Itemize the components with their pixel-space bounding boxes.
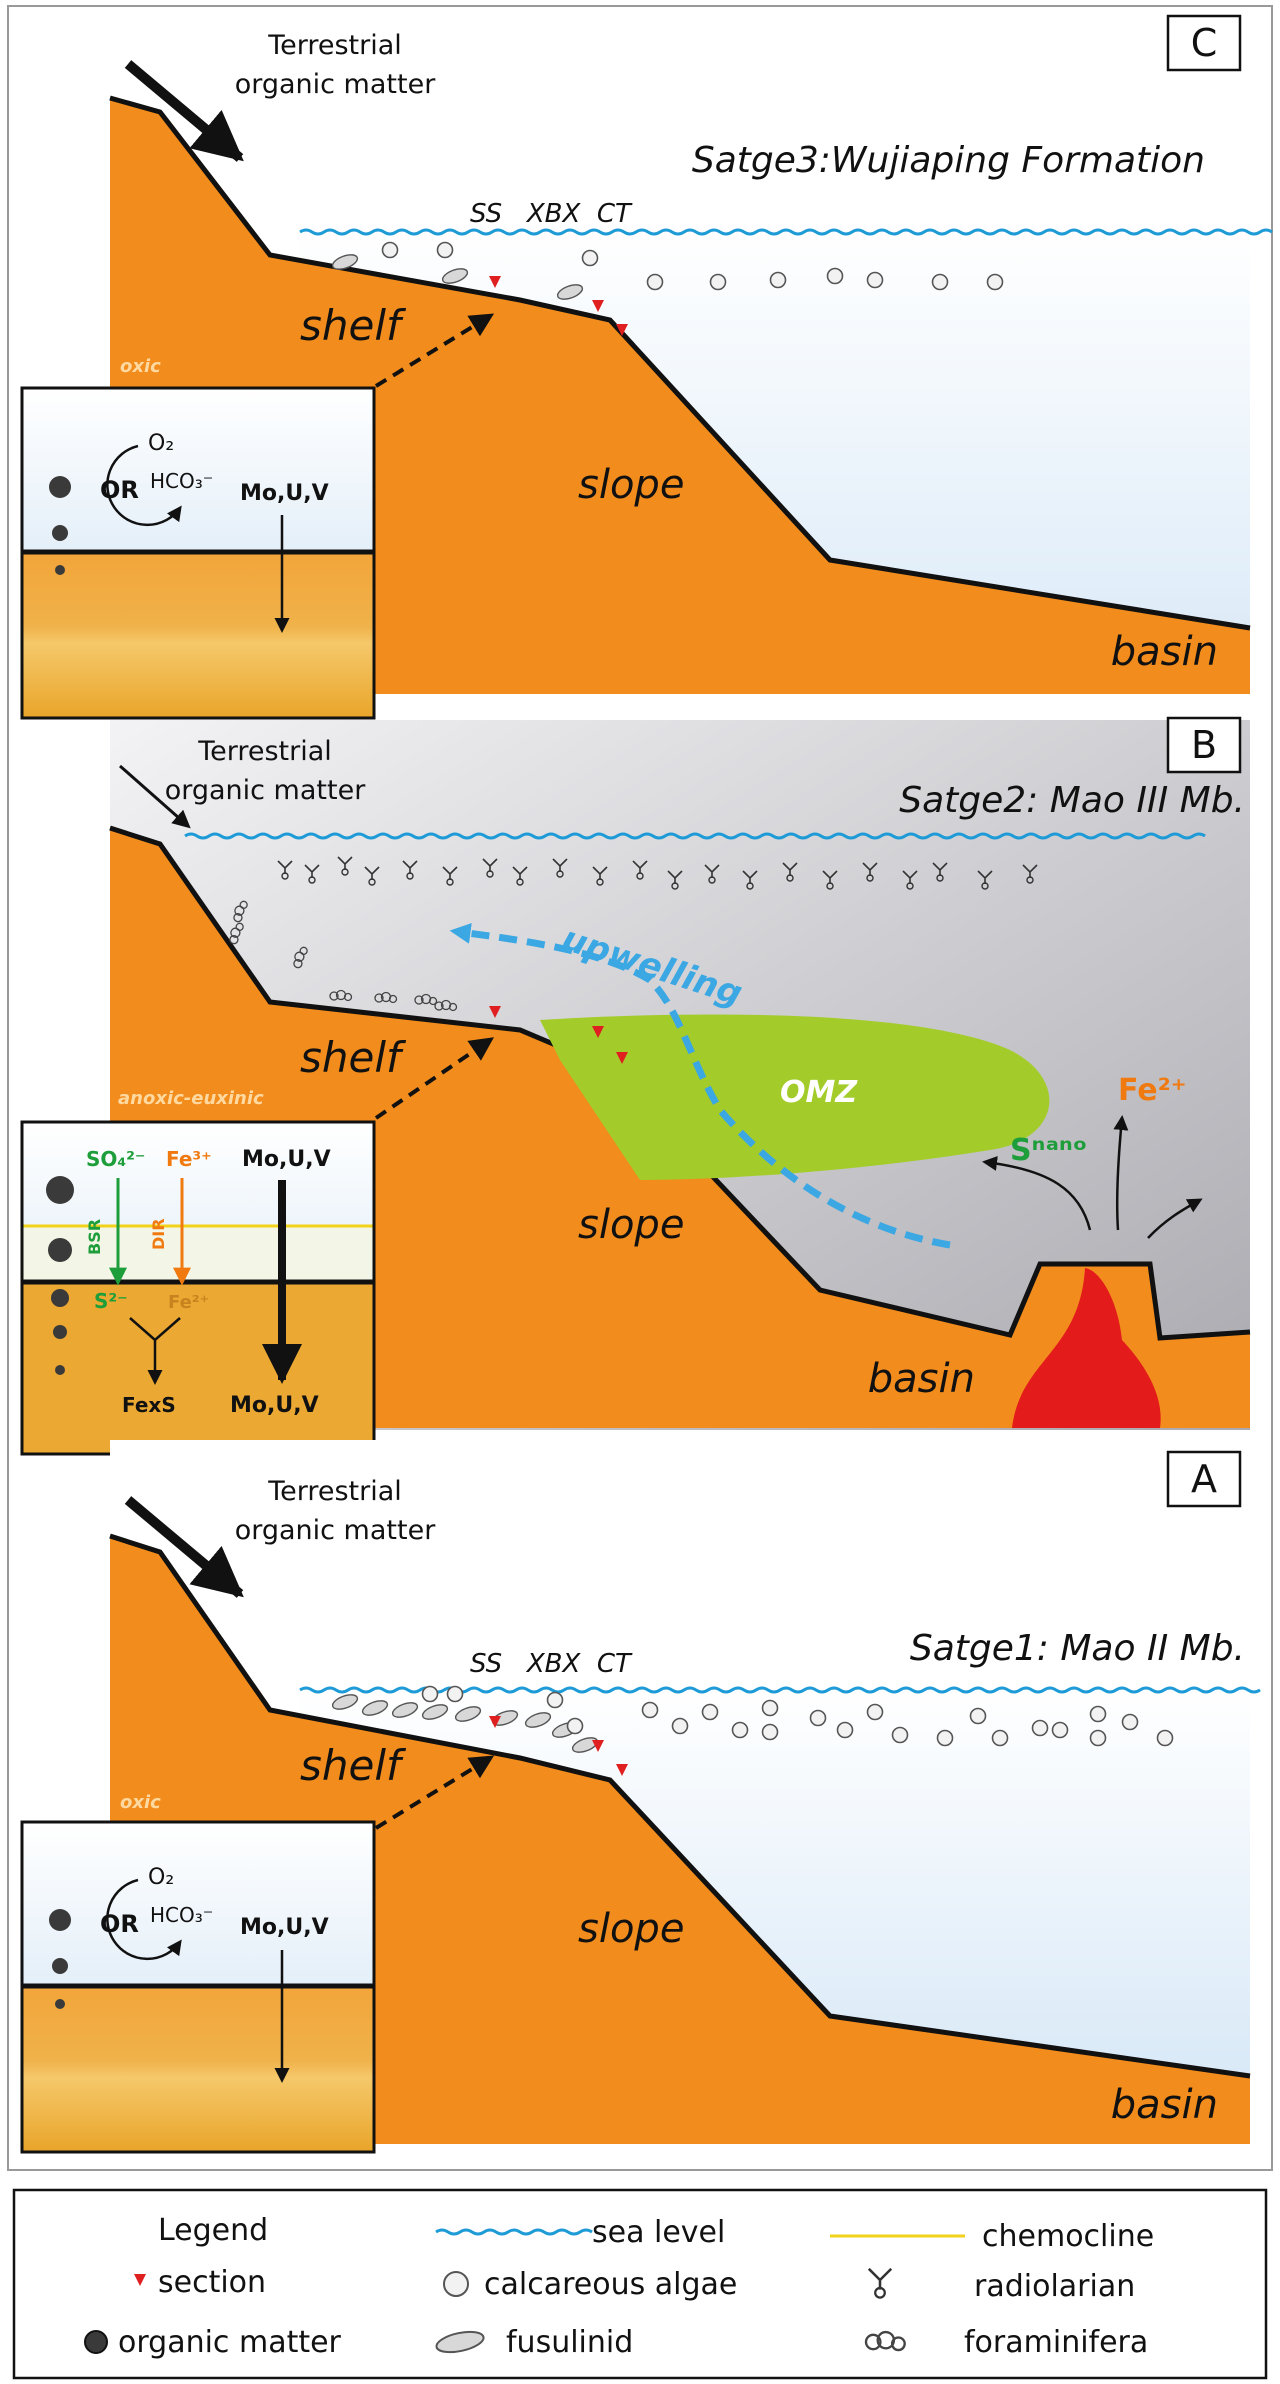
inset-b-fes: FexS bbox=[122, 1393, 176, 1417]
terrestrial-arrow-c bbox=[124, 60, 244, 162]
inset-b-s2: S²⁻ bbox=[94, 1289, 128, 1313]
panel-a-sea bbox=[300, 1688, 1250, 2076]
panel-c-stage-title: Satge3:Wujiaping Formation bbox=[692, 140, 1205, 181]
panel-c-sections-label: SS XBX CT bbox=[470, 199, 633, 229]
panel-a-letter-box bbox=[1166, 1450, 1242, 1508]
panel-b-omz bbox=[540, 1014, 1050, 1180]
panel-c-shelf: shelf bbox=[300, 301, 407, 350]
panel-b-inset: SO₄²⁻ Fe³⁺ Mo,U,V BSR DIR S²⁻ Fe²⁺ FexS … bbox=[20, 1120, 376, 1456]
panel-c-letter-box bbox=[1166, 14, 1242, 72]
panel-b-upwelling-path bbox=[449, 922, 951, 1249]
panel-a-slope: slope bbox=[578, 1906, 684, 1952]
legend-fusulinid-icon bbox=[435, 2330, 485, 2354]
panel-c-slope: slope bbox=[578, 462, 684, 508]
panel-c-sediment bbox=[110, 98, 1250, 694]
legend-organic-matter: organic matter bbox=[118, 2325, 342, 2360]
inset-b-so4: SO₄²⁻ bbox=[86, 1147, 145, 1171]
legend-sea-level-icon bbox=[435, 2228, 593, 2236]
legend-calcareous-algae-icon bbox=[443, 2271, 469, 2297]
panel-b-stage-title: Satge2: Mao III Mb. bbox=[899, 780, 1245, 821]
inset-a-hco3: HCO₃⁻ bbox=[150, 1903, 213, 1927]
legend-foraminifera: foraminifera bbox=[964, 2325, 1148, 2360]
panel-b-magma bbox=[1012, 1268, 1161, 1428]
panel-b-sea-level bbox=[184, 832, 1206, 840]
panel-b-fe2: Fe²⁺ bbox=[1118, 1073, 1187, 1108]
panel-c-letter: C bbox=[1191, 21, 1218, 65]
panel-a-sea-level bbox=[299, 1686, 1261, 1694]
legend-section: section bbox=[158, 2265, 266, 2300]
inset-b-metals-top: Mo,U,V bbox=[242, 1147, 331, 1172]
panel-b-basin: basin bbox=[868, 1356, 975, 1402]
panel-b-s-nano: Sⁿᵃⁿᵒ bbox=[1010, 1133, 1087, 1168]
panel-b-letter: B bbox=[1191, 723, 1217, 767]
panel-a-shelf: shelf bbox=[300, 1741, 407, 1790]
panel-c: Terrestrial organic matter C Satge3:Wuji… bbox=[20, 8, 1273, 720]
panel-a-sediment bbox=[110, 1536, 1250, 2144]
inset-b-fe3: Fe³⁺ bbox=[166, 1147, 212, 1171]
panel-b-slope: slope bbox=[578, 1202, 684, 1248]
panel-b: OMZ upwelling Terrestrial organic matter… bbox=[20, 716, 1251, 1456]
legend-chemocline: chemocline bbox=[982, 2219, 1154, 2254]
panel-a: Terrestrial organic matter A Satge1: Mao… bbox=[20, 1440, 1261, 2154]
legend-radiolarian: radiolarian bbox=[974, 2269, 1135, 2304]
panel-b-letter-box bbox=[1166, 716, 1242, 774]
legend-calcareous-algae: calcareous algae bbox=[484, 2267, 737, 2302]
panel-c-sea-level bbox=[299, 228, 1273, 236]
panel-b-sediment bbox=[110, 828, 1250, 1428]
panel-a-basin: basin bbox=[1111, 2082, 1218, 2128]
panel-c-basin: basin bbox=[1111, 629, 1218, 675]
panel-b-redox: anoxic-euxinic bbox=[118, 1088, 264, 1109]
terrestrial-label-b2: organic matter bbox=[165, 775, 367, 806]
legend-fusulinid: fusulinid bbox=[506, 2325, 633, 2360]
inset-b-metals-bottom: Mo,U,V bbox=[230, 1393, 319, 1418]
terrestrial-label-a2: organic matter bbox=[235, 1515, 437, 1546]
legend-foraminifera-icon bbox=[864, 2330, 906, 2352]
terrestrial-label-c1: Terrestrial bbox=[267, 30, 402, 61]
inset-b-dir: DIR bbox=[149, 1218, 168, 1250]
panel-b-omz-label: OMZ bbox=[780, 1075, 858, 1110]
inset-c-metals: Mo,U,V bbox=[240, 481, 329, 506]
legend-radiolarian-icon bbox=[867, 2267, 893, 2299]
panel-c-redox: oxic bbox=[120, 356, 161, 377]
legend-organic-matter-icon bbox=[84, 2330, 108, 2354]
panel-a-redox: oxic bbox=[120, 1792, 161, 1813]
terrestrial-label-a1: Terrestrial bbox=[267, 1476, 402, 1507]
panel-c-inset: O₂ OR HCO₃⁻ Mo,U,V bbox=[20, 386, 376, 720]
inset-a-or: OR bbox=[100, 1910, 139, 1938]
legend: Legend section organic matter sea level … bbox=[12, 2188, 1268, 2380]
panel-b-shelf: shelf bbox=[300, 1033, 407, 1082]
inset-c-o2: O₂ bbox=[148, 431, 174, 456]
panel-c-sea bbox=[300, 228, 1250, 690]
inset-c-hco3: HCO₃⁻ bbox=[150, 469, 213, 493]
inset-c-or: OR bbox=[100, 476, 139, 504]
inset-a-o2: O₂ bbox=[148, 1865, 174, 1890]
terrestrial-label-b1: Terrestrial bbox=[197, 736, 332, 767]
terrestrial-arrow-a bbox=[124, 1496, 244, 1598]
panel-a-sections-label: SS XBX CT bbox=[470, 1649, 633, 1679]
panel-a-inset: O₂ OR HCO₃⁻ Mo,U,V bbox=[20, 1820, 376, 2154]
legend-sea-level: sea level bbox=[592, 2215, 725, 2250]
terrestrial-label-c2: organic matter bbox=[235, 69, 437, 100]
legend-title: Legend bbox=[158, 2213, 268, 2248]
panel-a-stage-title: Satge1: Mao II Mb. bbox=[910, 1628, 1245, 1669]
panel-a-letter: A bbox=[1191, 1457, 1217, 1501]
inset-b-bsr: BSR bbox=[85, 1219, 104, 1255]
inset-a-metals: Mo,U,V bbox=[240, 1915, 329, 1940]
inset-b-fe2: Fe²⁺ bbox=[168, 1292, 209, 1313]
